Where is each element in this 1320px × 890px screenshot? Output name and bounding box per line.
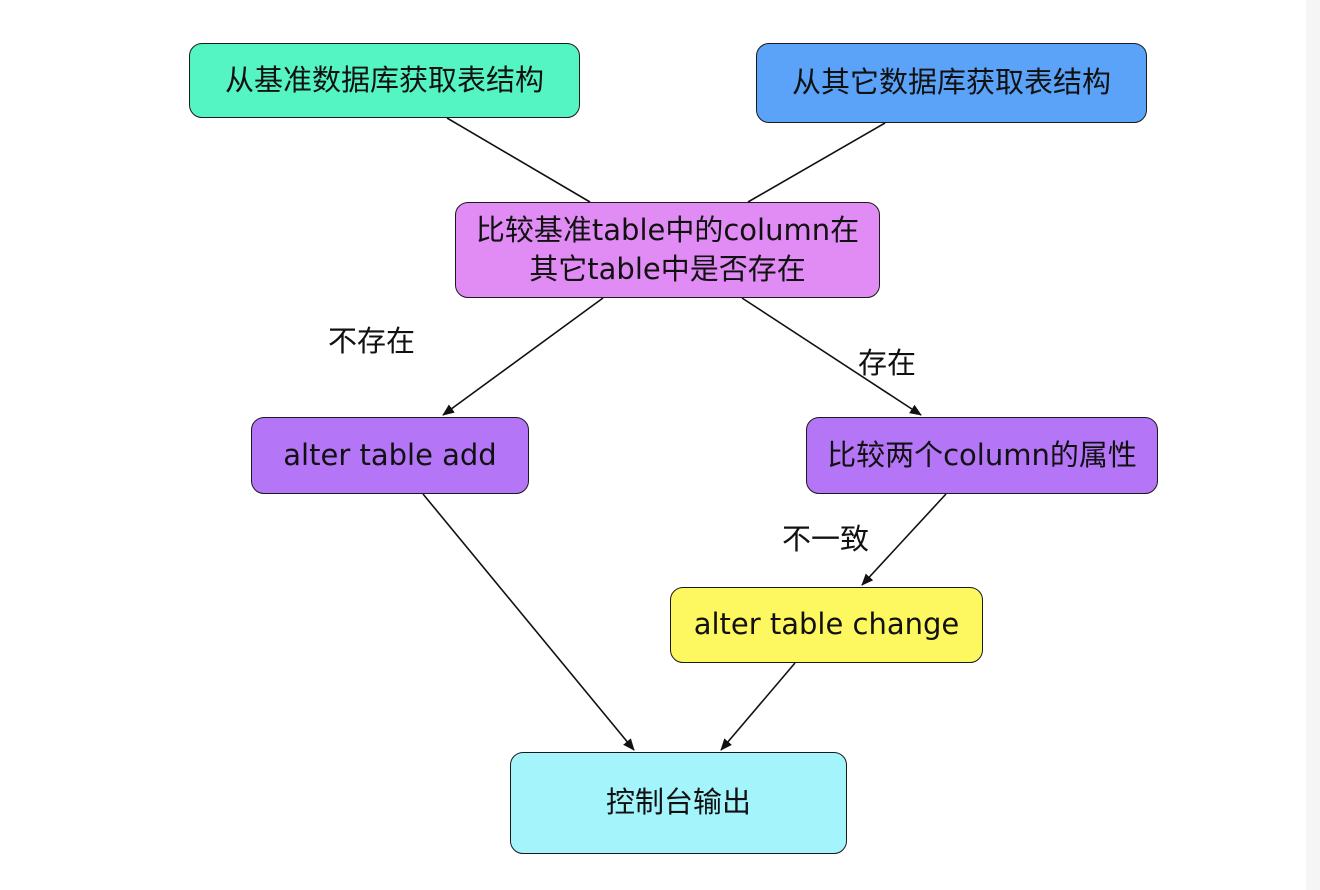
edge-change-to-console (720, 662, 796, 751)
node-other-db-schema: 从其它数据库获取表结构 (756, 43, 1147, 123)
edge-label-inconsistent: 不一致 (782, 522, 870, 556)
node-base-db-schema: 从基准数据库获取表结构 (189, 43, 580, 118)
edge-add-to-console (422, 493, 635, 751)
page-scrollbar-strip (1306, 0, 1320, 890)
edge-compare-to-attrs (741, 297, 922, 416)
node-compare-columns-line2: 其它table中是否存在 (529, 252, 806, 286)
node-compare-attributes: 比较两个column的属性 (806, 417, 1158, 494)
node-alter-table-add-label: alter table add (283, 437, 497, 472)
node-compare-columns-line1: 比较基准table中的column在 (475, 212, 860, 247)
edge-attrs-to-change (861, 493, 947, 586)
node-alter-table-change-label: alter table change (693, 607, 960, 642)
node-console-output-label: 控制台输出 (605, 785, 751, 820)
node-console-output: 控制台输出 (510, 752, 847, 854)
node-base-db-schema-label: 从基准数据库获取表结构 (224, 62, 544, 97)
node-compare-columns: 比较基准table中的column在 其它table中是否存在 (455, 202, 880, 298)
edge-base-to-compare (446, 117, 591, 203)
edge-compare-to-add (442, 297, 604, 416)
node-other-db-schema-label: 从其它数据库获取表结构 (791, 65, 1111, 100)
edge-other-to-compare (747, 122, 886, 203)
node-alter-table-change: alter table change (670, 587, 983, 663)
node-alter-table-add: alter table add (251, 417, 529, 494)
edge-label-not-exists: 不存在 (328, 324, 416, 358)
edge-label-exists: 存在 (858, 346, 917, 380)
node-compare-attributes-label: 比较两个column的属性 (827, 437, 1137, 472)
